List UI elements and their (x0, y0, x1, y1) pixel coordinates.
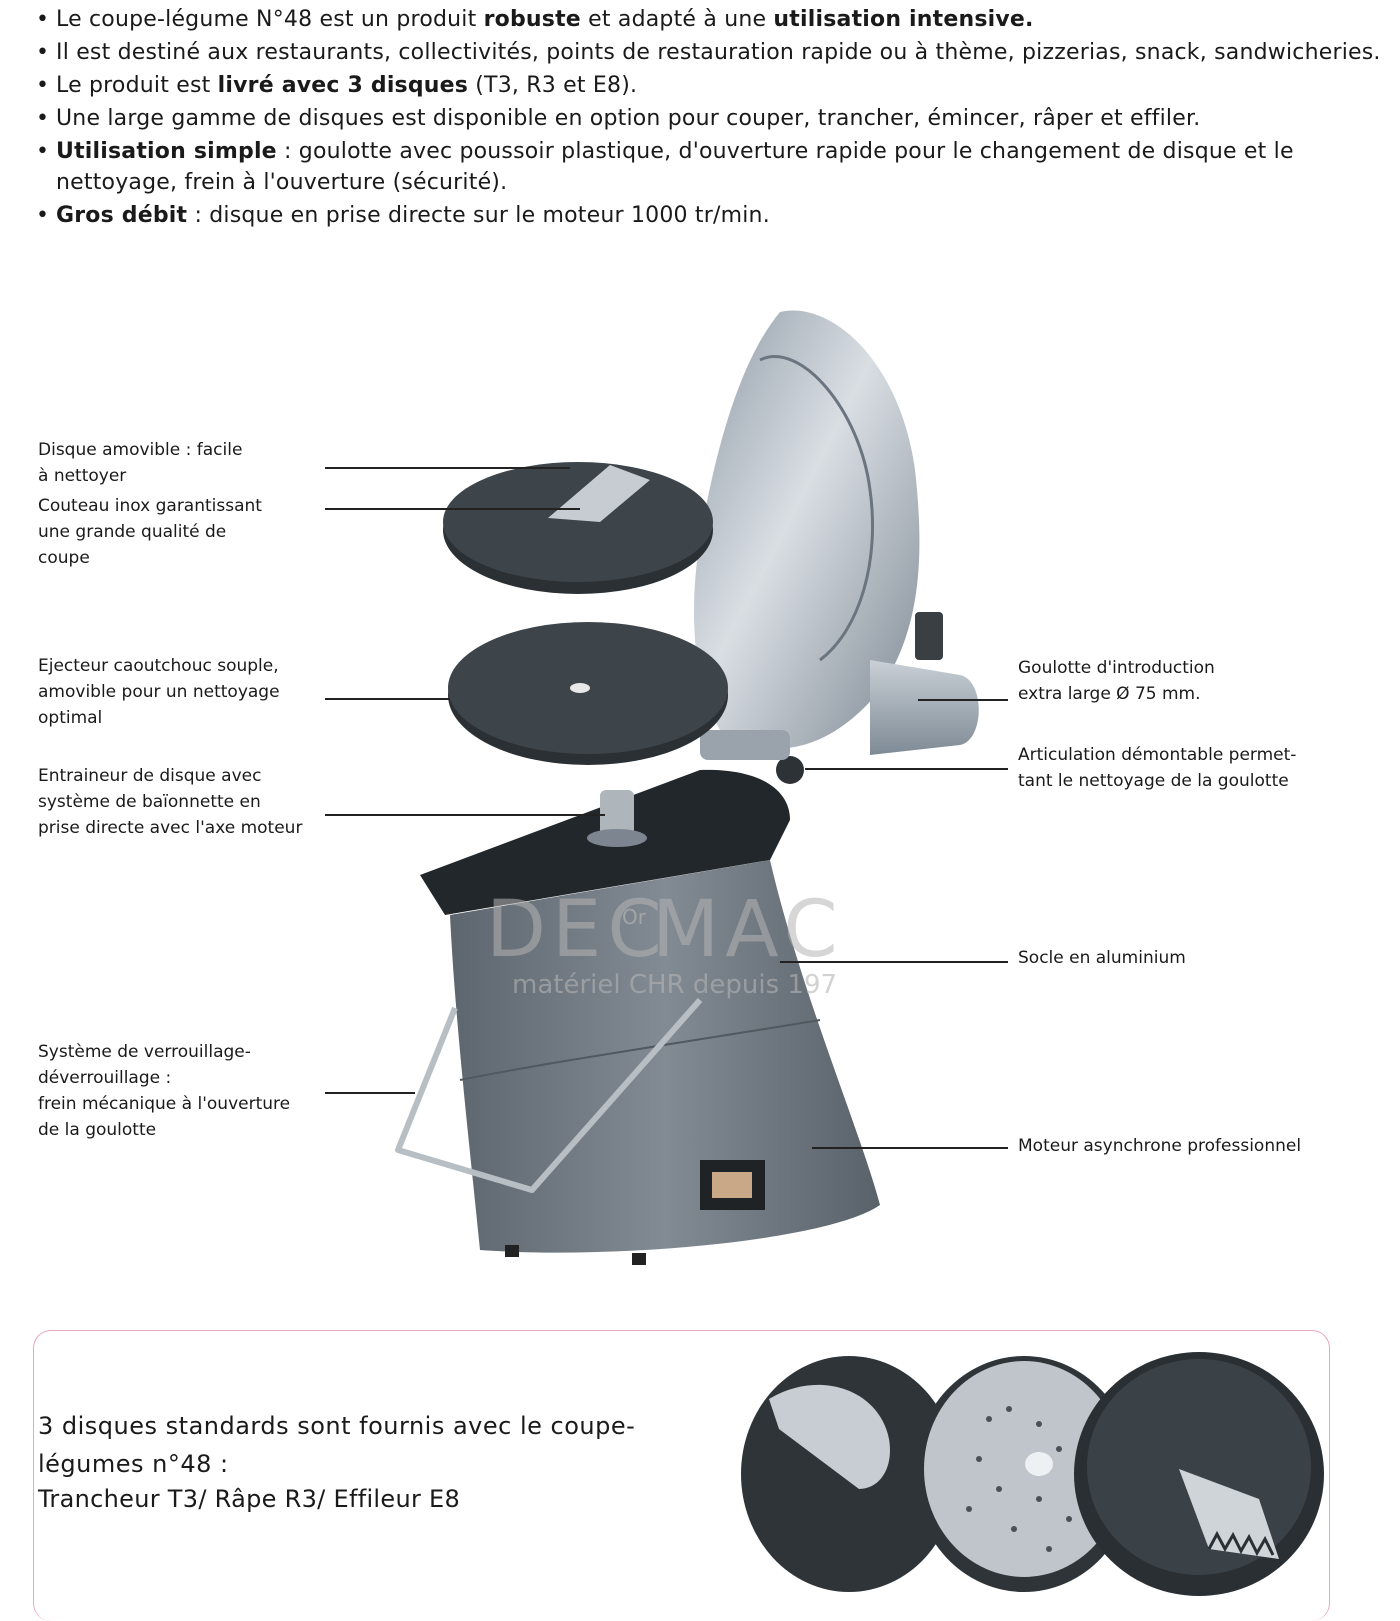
callout-ejecteur-l2: amovible pour un nettoyage (38, 682, 280, 702)
leader-articulation (805, 768, 1008, 770)
feature-emphasis: Gros débit (56, 203, 188, 228)
callout-articulation-l2: tant le nettoyage de la goulotte (1018, 771, 1289, 791)
base-body-shape (450, 860, 880, 1253)
feature-emphasis: Utilisation simple (56, 139, 277, 164)
discs-list: Trancheur T3/ Râpe R3/ Effileur E8 (38, 1485, 461, 1513)
watermark-brand-right: MAC (652, 885, 844, 975)
discs-intro: 3 disques standards sont fournis avec le… (38, 1412, 636, 1478)
callout-verrouillage-l1: Système de verrouillage- (38, 1042, 251, 1062)
callout-goulotte: Goulotte d'introduction extra large Ø 75… (1018, 655, 1378, 707)
watermark-tagline: matériel CHR depuis 197 (512, 970, 838, 1000)
leader-goulotte (918, 699, 1008, 701)
three-discs-illustration (741, 1352, 1324, 1596)
feature-text: Le produit est (56, 73, 218, 98)
callout-disque-l1: Disque amovible : facile (38, 440, 243, 460)
feature-emphasis: utilisation intensive. (773, 7, 1034, 32)
leader-entraineur (325, 814, 605, 816)
callout-disque: Disque amovible : facile à nettoyer (38, 437, 308, 489)
feature-text: (T3, R3 et E8). (468, 73, 638, 98)
leader-moteur (812, 1147, 1008, 1149)
feature-text: : disque en prise directe sur le moteur … (187, 203, 770, 228)
feature-item: Utilisation simple : goulotte avec pouss… (36, 136, 1386, 198)
handle-wire-shape (395, 998, 703, 1193)
watermark-brand-or: Or (622, 905, 646, 929)
hood-shape (694, 310, 920, 749)
callout-verrouillage-l2: déverrouillage : (38, 1068, 172, 1088)
vegetable-cutter-illustration (395, 310, 979, 1265)
product-figure: DEC Or MAC matériel CHR depuis 197 Disqu… (0, 300, 1400, 1320)
feature-text: : goulotte avec poussoir plastique, d'ou… (56, 139, 1294, 195)
callout-articulation: Articulation démontable permet- tant le … (1018, 742, 1388, 794)
feature-emphasis: livré avec 3 disques (217, 73, 469, 98)
callout-couteau-l2: une grande qualité de (38, 522, 227, 542)
callout-couteau: Couteau inox garantissant une grande qua… (38, 493, 318, 571)
callout-goulotte-l2: extra large Ø 75 mm. (1018, 684, 1201, 704)
callout-articulation-l1: Articulation démontable permet- (1018, 745, 1297, 765)
callout-couteau-l3: coupe (38, 548, 90, 568)
watermark-brand-left: DEC (486, 885, 668, 975)
feature-text: Le coupe-légume N°48 est un produit (56, 7, 484, 32)
callout-verrouillage-l3: frein mécanique à l'ouverture (38, 1094, 291, 1114)
feature-emphasis: robuste (483, 7, 581, 32)
callout-entraineur-l2: système de baïonnette en (38, 792, 261, 812)
callout-entraineur-l3: prise directe avec l'axe moteur (38, 818, 303, 838)
callout-moteur: Moteur asynchrone professionnel (1018, 1133, 1398, 1159)
feature-item: Le coupe-légume N°48 est un produit robu… (36, 4, 1386, 35)
feature-item: Une large gamme de disques est disponibl… (36, 103, 1386, 134)
callout-ejecteur: Ejecteur caoutchouc souple, amovible pou… (38, 653, 328, 731)
callout-entraineur: Entraineur de disque avec système de baï… (38, 763, 358, 841)
callout-goulotte-l1: Goulotte d'introduction (1018, 658, 1215, 678)
leader-couteau (325, 508, 580, 510)
callout-moteur-l1: Moteur asynchrone professionnel (1018, 1136, 1302, 1156)
leader-socle (780, 961, 1008, 963)
standard-discs-box: 3 disques standards sont fournis avec le… (33, 1330, 1330, 1621)
callout-entraineur-l1: Entraineur de disque avec (38, 766, 262, 786)
leader-verrouillage (325, 1092, 415, 1094)
feed-tube-shape (870, 660, 979, 755)
callout-socle: Socle en aluminium (1018, 945, 1358, 971)
leader-ejecteur (325, 698, 450, 700)
callout-couteau-l1: Couteau inox garantissant (38, 496, 262, 516)
callout-socle-l1: Socle en aluminium (1018, 948, 1186, 968)
feature-text: Il est destiné aux restaurants, collecti… (56, 40, 1381, 65)
feature-text: et adapté à une (580, 7, 774, 32)
callout-disque-l2: à nettoyer (38, 466, 127, 486)
feature-text: Une large gamme de disques est disponibl… (56, 106, 1201, 131)
callout-verrouillage-l4: de la goulotte (38, 1120, 157, 1140)
feature-item: Le produit est livré avec 3 disques (T3,… (36, 70, 1386, 101)
callout-ejecteur-l1: Ejecteur caoutchouc souple, (38, 656, 279, 676)
leader-disque (325, 467, 570, 469)
feature-item: Gros débit : disque en prise directe sur… (36, 200, 1386, 231)
callout-ejecteur-l3: optimal (38, 708, 103, 728)
feature-list: Le coupe-légume N°48 est un produit robu… (36, 4, 1386, 233)
feature-item: Il est destiné aux restaurants, collecti… (36, 37, 1386, 68)
callout-verrouillage: Système de verrouillage- déverrouillage … (38, 1039, 338, 1143)
